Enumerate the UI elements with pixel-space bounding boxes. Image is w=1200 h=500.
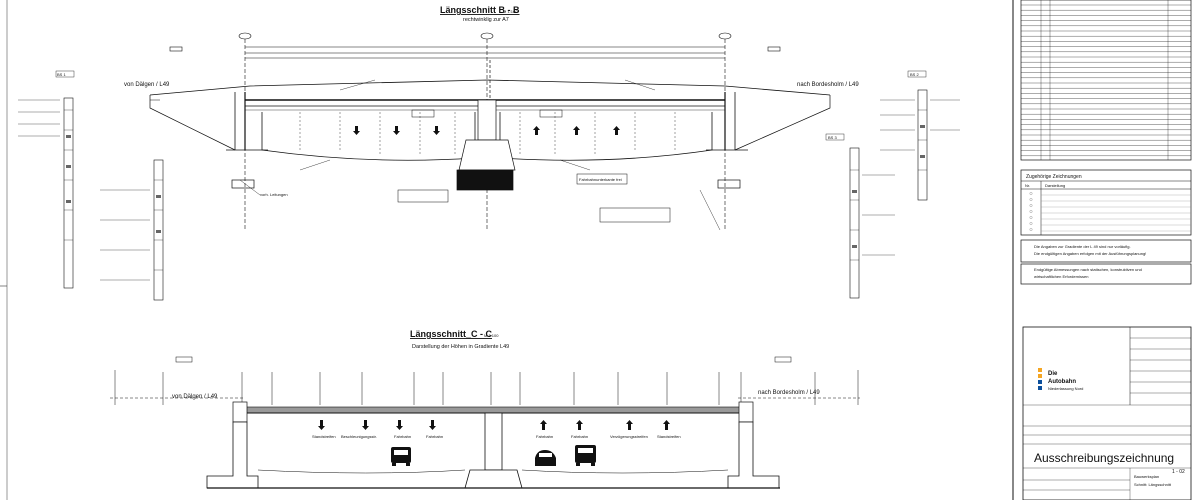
lane-labels-cc: Standstreifen Beschleunigungsstr. Fahrba… — [312, 434, 681, 439]
axis-markers — [169, 32, 781, 230]
vehicle-icons-cc — [391, 445, 596, 466]
center-pier-bb — [456, 60, 516, 191]
lane-arrows-cc — [318, 420, 670, 430]
autobahn-logo — [1038, 368, 1042, 390]
truck-icon — [575, 445, 596, 466]
lane-label: Beschleunigungsstr. — [341, 434, 377, 439]
bb-annotation-2: vorh. Leitungen — [260, 192, 288, 197]
plan-detail: Schnitt: Längsschnitt — [1134, 482, 1172, 487]
section-cc-scale: M 1:100 — [484, 333, 499, 338]
bb-annotation-1: Fahrbahnunterkante frei — [579, 177, 622, 182]
section-bb-subtitle: rechtwinklig zur A7 — [463, 17, 509, 23]
lane-label: Fahrbahn — [394, 434, 411, 439]
leader-lines-bb — [239, 79, 721, 231]
bb-left-road: von Dälgen / L49 — [124, 82, 170, 88]
load-arrows-bb — [353, 126, 620, 135]
section-cc-subtitle: Darstellung der Höhen in Gradiente L49 — [412, 344, 509, 350]
lane-label: Fahrbahn — [571, 434, 588, 439]
legend-col-desc: Darstellung — [1045, 183, 1065, 188]
legend-panel: Zugehörige Zeichnungen Nr. Darstellung D… — [1012, 0, 1192, 500]
revision-table — [1021, 0, 1191, 160]
drawing-number: 1 - 02 — [1172, 469, 1185, 475]
org-line2: Autobahn — [1048, 379, 1076, 385]
reference-rows — [1029, 192, 1191, 232]
org-sub: Niederlassung Nord — [1048, 386, 1083, 391]
section-bb-scale: M 1:100 — [503, 9, 518, 14]
boring-logs-left: BS 1 — [18, 70, 164, 301]
section-cc: Längsschnitt_C - C M 1:100 Darstellung d… — [110, 329, 860, 489]
plan-type: Bauwerksplan — [1134, 474, 1159, 479]
legend-note-1a: Die Angaben zur Gradiente der L 49 sind … — [1034, 244, 1131, 249]
supports-cc — [206, 412, 780, 489]
cc-left-road: von Dälgen / L49 — [172, 394, 218, 400]
section-bb: Längsschnitt B - B M 1:100 rechtwinklig … — [18, 5, 960, 301]
lane-label: Standstreifen — [657, 434, 681, 439]
lane-label: Verzögerungsstreifen — [610, 434, 648, 439]
title-block: Die Autobahn Niederlassung Nord Ausschre… — [1022, 326, 1192, 500]
legend-note-2a: Endgültige Abmessungen nach statischen, … — [1034, 267, 1142, 272]
truck-icon — [391, 447, 411, 466]
boxed-labels-bb — [397, 109, 671, 223]
bs3-label: BS 3 — [828, 135, 837, 140]
lane-label: Fahrbahn — [426, 434, 443, 439]
lane-label: Standstreifen — [312, 434, 336, 439]
section-cc-title: Längsschnitt_C - C — [410, 329, 493, 339]
org-line1: Die — [1048, 371, 1058, 377]
car-icon — [535, 450, 556, 466]
abutments-bb — [149, 95, 831, 189]
bb-right-road: nach Bordesholm / L49 — [797, 82, 859, 88]
height-markers-cc — [114, 370, 859, 405]
legend-note-2b: wirtschaftlichen Erfordernissen — [1034, 274, 1088, 279]
boring-logs-right: BS 2 BS 3 — [825, 70, 960, 299]
cc-right-road: nach Bordesholm / L49 — [758, 390, 820, 396]
legend-header: Zugehörige Zeichnungen — [1026, 174, 1082, 180]
drawing-heading: Ausschreibungszeichnung — [1034, 451, 1174, 465]
bs2-label: BS 2 — [910, 72, 919, 77]
section-bb-title: Längsschnitt B - B — [440, 5, 520, 15]
legend-note-1b: Die endgültigen Angaben erfolgen mit der… — [1034, 251, 1146, 256]
legend-col-nr: Nr. — [1025, 183, 1030, 188]
bs1-label: BS 1 — [57, 72, 66, 77]
lane-label: Fahrbahn — [536, 434, 553, 439]
